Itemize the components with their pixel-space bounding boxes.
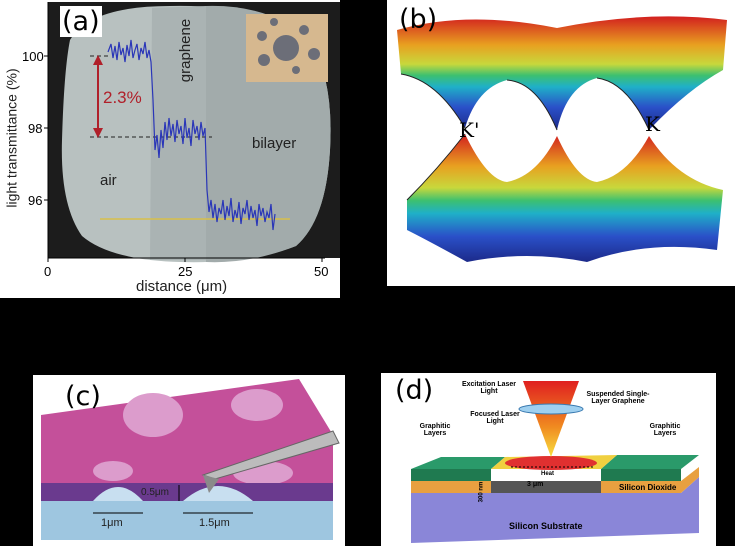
graphitic-layer-left bbox=[411, 457, 505, 469]
laser-beam bbox=[523, 381, 579, 457]
panel-d-label: (d) bbox=[395, 375, 434, 406]
x-tick-label: 25 bbox=[178, 264, 193, 279]
label-graphitic-right: Graphitic Layers bbox=[649, 423, 681, 437]
y-axis-label: light transmittance (%) bbox=[3, 68, 20, 208]
label-bilayer: bilayer bbox=[252, 135, 297, 152]
dirac-cone-surface bbox=[397, 16, 727, 262]
label-silicon-substrate: Silicon Substrate bbox=[509, 521, 583, 531]
width-label-1: 1μm bbox=[101, 517, 123, 529]
label-graphene: graphene bbox=[177, 18, 195, 83]
upper-band bbox=[397, 16, 727, 130]
label-focused: Focused Laser Light bbox=[470, 411, 520, 425]
inset-hole bbox=[273, 35, 299, 61]
lower-band bbox=[407, 134, 723, 262]
arrow-head-down bbox=[93, 128, 103, 138]
panel-b: (b) K' K bbox=[387, 0, 735, 286]
x-tick-label: 0 bbox=[44, 264, 52, 279]
x-axis-label: distance (μm) bbox=[136, 278, 228, 295]
height-label: 0.5μm bbox=[141, 487, 169, 498]
label-graphitic-left: Graphitic Layers bbox=[419, 423, 451, 437]
panel-c-figure bbox=[41, 379, 340, 540]
graphitic-layer-right bbox=[601, 455, 699, 469]
inset-hole bbox=[292, 66, 300, 74]
inset-hole bbox=[257, 31, 267, 41]
label-gap: 3 μm bbox=[527, 481, 544, 488]
panel-c-label: (c) bbox=[65, 381, 101, 412]
focusing-lens bbox=[518, 403, 584, 415]
afm-tip bbox=[203, 475, 219, 493]
width-label-2: 1.5μm bbox=[199, 517, 230, 529]
graphene-region bbox=[150, 6, 206, 260]
y-tick-label: 96 bbox=[28, 193, 43, 208]
inset-hole bbox=[258, 54, 270, 66]
panel-a: (a) light transmittance (%) 100 98 96 0 … bbox=[0, 0, 340, 298]
panel-a-figure bbox=[44, 2, 340, 263]
label-silicon-dioxide: Silicon Dioxide bbox=[619, 483, 677, 492]
transmittance-trace bbox=[107, 39, 276, 231]
silicon-dioxide-layer bbox=[411, 467, 699, 493]
substrate bbox=[41, 501, 333, 540]
label-heat: Heat bbox=[541, 471, 555, 477]
y-tick-label: 100 bbox=[22, 49, 44, 64]
label-depth: 300 nm bbox=[478, 481, 485, 503]
label-air: air bbox=[100, 172, 117, 189]
inset-hole bbox=[308, 48, 320, 60]
inset-hole bbox=[299, 25, 309, 35]
label-k: K bbox=[645, 112, 660, 136]
label-suspended: Suspended Single-Layer Graphene bbox=[586, 391, 650, 405]
arrow-head-up bbox=[93, 55, 103, 65]
label-k-prime: K' bbox=[459, 118, 480, 142]
silicon-substrate bbox=[411, 477, 699, 543]
panel-d: (d) Excitation Laser Light Focused Laser… bbox=[381, 373, 716, 546]
label-excitation: Excitation Laser Light bbox=[461, 381, 517, 395]
panel-a-label: (a) bbox=[60, 6, 102, 37]
y-tick-label: 98 bbox=[28, 121, 43, 136]
panel-c: (c) 0.5μm 1μm 1.5μm bbox=[33, 375, 345, 546]
panel-b-label: (b) bbox=[399, 4, 438, 35]
annotation-2-3-percent: 2.3% bbox=[103, 88, 142, 107]
panel-d-figure bbox=[411, 381, 699, 543]
x-tick-label: 50 bbox=[314, 264, 329, 279]
inset-hole bbox=[270, 18, 278, 26]
